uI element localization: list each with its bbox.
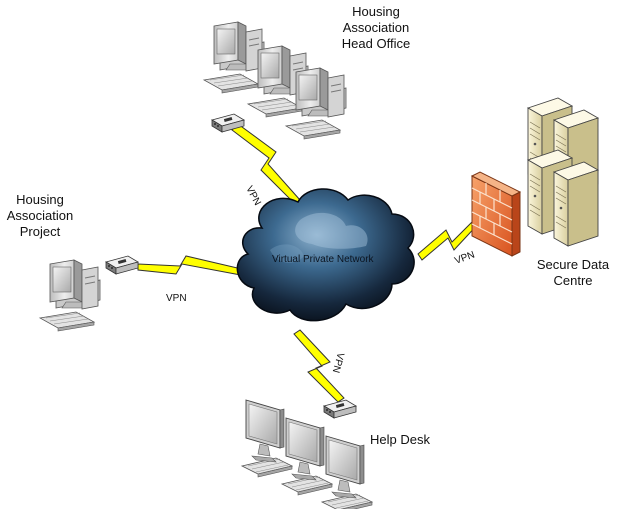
modem-icon bbox=[323, 399, 357, 419]
vpn-link-head-office: VPN bbox=[231, 123, 301, 208]
secure-data-centre-servers bbox=[527, 97, 599, 247]
lcd-monitor-icon bbox=[281, 417, 333, 496]
vpn-label-help-desk: VPN bbox=[330, 351, 346, 374]
project-label-line3: Project bbox=[19, 224, 61, 239]
project-label-line1: Housing bbox=[16, 192, 64, 207]
vpn-link-help-desk: VPN bbox=[293, 329, 346, 403]
firewall-icon bbox=[470, 171, 522, 257]
cloud-icon bbox=[236, 188, 415, 322]
data-centre-label-line1: Secure Data bbox=[536, 257, 610, 272]
vpn-link-project: VPN bbox=[137, 255, 247, 304]
vpn-cloud: Virtual Private Network bbox=[236, 188, 415, 322]
modem-icon bbox=[105, 255, 139, 275]
lcd-monitor-icon bbox=[241, 399, 293, 478]
data-centre-label: Secure Data Centre bbox=[528, 257, 618, 289]
head-office-label-line2: Association bbox=[342, 20, 410, 35]
head-office-label-line1: Housing bbox=[352, 4, 400, 19]
help-desk-label: Help Desk bbox=[370, 432, 430, 447]
help-desk-computers bbox=[241, 399, 373, 509]
project-label-line2: Association bbox=[6, 208, 74, 223]
data-centre-label-line2: Centre bbox=[553, 273, 593, 288]
cloud-label: Virtual Private Network bbox=[272, 254, 375, 265]
server-icon bbox=[553, 161, 599, 247]
workstation-icon bbox=[39, 259, 101, 332]
vpn-label-data-centre: VPN bbox=[453, 249, 476, 266]
vpn-label-project: VPN bbox=[166, 293, 187, 304]
lightning-link-icon bbox=[137, 255, 247, 277]
project-label: Housing Association Project bbox=[0, 192, 88, 240]
workstation-icon bbox=[203, 21, 265, 94]
head-office-label-line3: Head Office bbox=[341, 36, 411, 51]
lightning-link-icon bbox=[231, 123, 301, 205]
vpn-label-head-office: VPN bbox=[243, 184, 262, 207]
vpn-link-data-centre: VPN bbox=[417, 217, 481, 267]
head-office-label: Housing Association Head Office bbox=[316, 4, 436, 52]
